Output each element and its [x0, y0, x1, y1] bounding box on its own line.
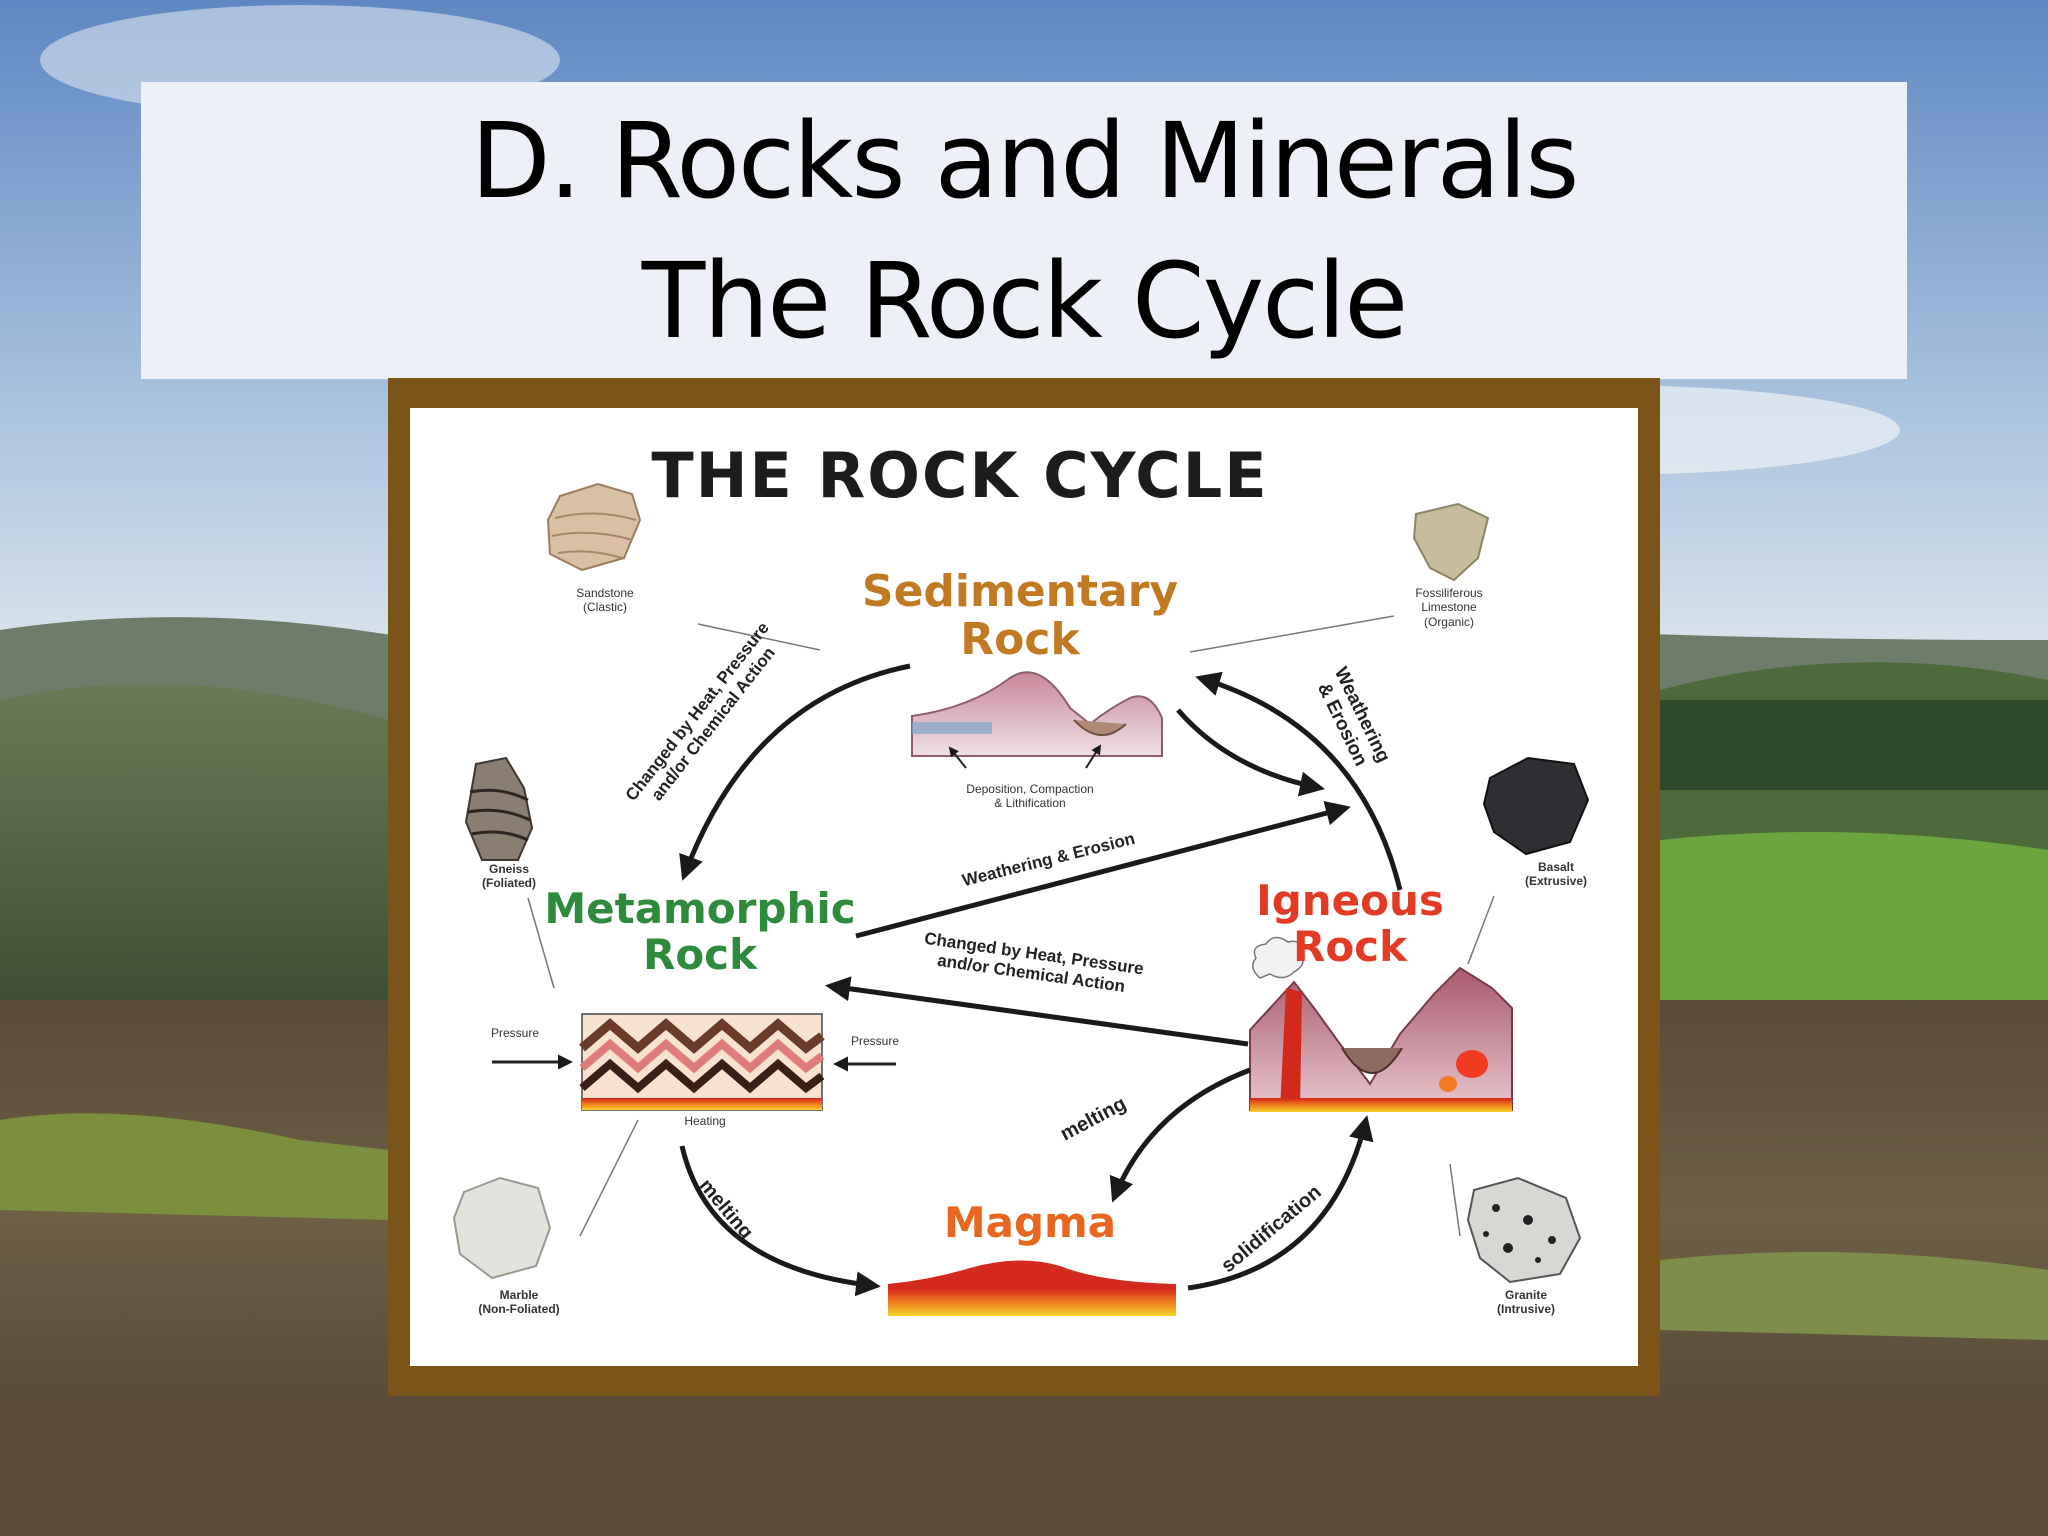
limestone-sample-image: [1412, 502, 1490, 582]
slide-subtitle: The Rock Cycle: [641, 239, 1408, 362]
marble-label: Marble (Non-Foliated): [478, 1288, 560, 1317]
slide-title-box: D. Rocks and Minerals The Rock Cycle: [141, 82, 1907, 379]
deposition-arrow-right: [1085, 744, 1102, 769]
arrow-igneous-to-metamorphic: [825, 976, 1249, 1047]
sandstone-sample-image: [546, 482, 642, 572]
diagram-frame: THE ROCK CYCLE Sedimentary Rock Metamorp…: [388, 378, 1660, 1396]
magma-layers: [888, 1288, 1176, 1316]
slide-title: D. Rocks and Minerals: [470, 99, 1580, 222]
basalt-sample-image: [1482, 756, 1590, 856]
diagram-graphics: [452, 482, 1590, 1316]
igneous-label-line2: Rock: [1292, 922, 1408, 972]
pressure-left-label: Pressure: [490, 1026, 540, 1040]
fold-band-pink: [579, 1038, 825, 1074]
grass-patch: [0, 1113, 390, 1220]
magma-pocket: [1439, 1076, 1457, 1092]
arrow-sedimentary-to-metamorphic: [679, 663, 911, 881]
forest-right: [1660, 700, 2048, 790]
gneiss-label: Gneiss (Foliated): [482, 862, 536, 891]
arrow-igneous-to-magma: [1109, 1067, 1251, 1203]
magma-pocket: [1456, 1050, 1488, 1078]
heating-label: Heating: [684, 1114, 726, 1128]
sandstone-strata: [551, 512, 637, 559]
volcano-smoke: [1252, 936, 1304, 979]
sedimentary-label-line1: Sedimentary: [861, 566, 1179, 617]
arrow-metamorphic-to-magma: [679, 1145, 881, 1297]
igneous-volcano-illustration: [1249, 966, 1513, 1111]
heather-foreground: [0, 1396, 2048, 1536]
igneous-magma-base: [1250, 1098, 1512, 1112]
limestone-label: Fossiliferous Limestone (Organic): [1415, 586, 1483, 629]
gneiss-sample-image: [464, 756, 534, 861]
igneous-label-line1: Igneous: [1256, 876, 1444, 925]
deposition-label: Deposition, Compaction & Lithification: [966, 782, 1094, 811]
volcano-basin: [1341, 1047, 1403, 1074]
sedimentary-water: [912, 722, 992, 734]
basalt-label: Basalt (Extrusive): [1524, 860, 1588, 889]
heating-layer: [582, 1098, 822, 1110]
metamorphic-label-line2: Rock: [642, 930, 758, 980]
marble-sample-image: [452, 1176, 552, 1280]
magma-label: Magma: [943, 1198, 1117, 1247]
arrow-sedimentary-to-igneous: [1176, 708, 1325, 797]
volcano-magma-pipe: [1280, 988, 1302, 1110]
metamorphic-label-line1: Metamorphic: [544, 884, 856, 933]
arrow-metamorphic-to-igneous: [855, 800, 1351, 939]
pressure-right-label: Pressure: [850, 1034, 900, 1048]
grass-patch: [1660, 1252, 2048, 1340]
fold-band-brown: [579, 1018, 825, 1054]
sedimentary-layers-illustration: [911, 671, 1163, 757]
hill-left: [0, 684, 390, 1000]
gneiss-banding: [467, 788, 531, 842]
sedimentary-label-line2: Rock: [960, 614, 1080, 666]
granite-speckles: [1483, 1204, 1556, 1263]
rock-cycle-diagram: THE ROCK CYCLE Sedimentary Rock Metamorp…: [410, 408, 1638, 1366]
granite-label: Granite (Intrusive): [1496, 1288, 1555, 1317]
metamorphic-rock-label: Metamorphic Rock: [540, 884, 860, 980]
deposition-arrow-left: [948, 746, 967, 769]
arrow-igneous-to-sedimentary: [1195, 671, 1403, 891]
sample-leader-lines: [527, 615, 1495, 1237]
diagram-heading: THE ROCK CYCLE: [651, 439, 1269, 512]
sandstone-label: Sandstone (Clastic): [576, 586, 634, 615]
fold-band-dark: [579, 1058, 825, 1094]
granite-sample-image: [1466, 1176, 1582, 1284]
arrow-magma-to-igneous: [1187, 1115, 1374, 1291]
sedimentary-rock-label: Sedimentary Rock: [860, 566, 1180, 666]
sedimentary-basin: [1073, 719, 1127, 737]
igneous-rock-label: Igneous Rock: [1240, 876, 1460, 972]
